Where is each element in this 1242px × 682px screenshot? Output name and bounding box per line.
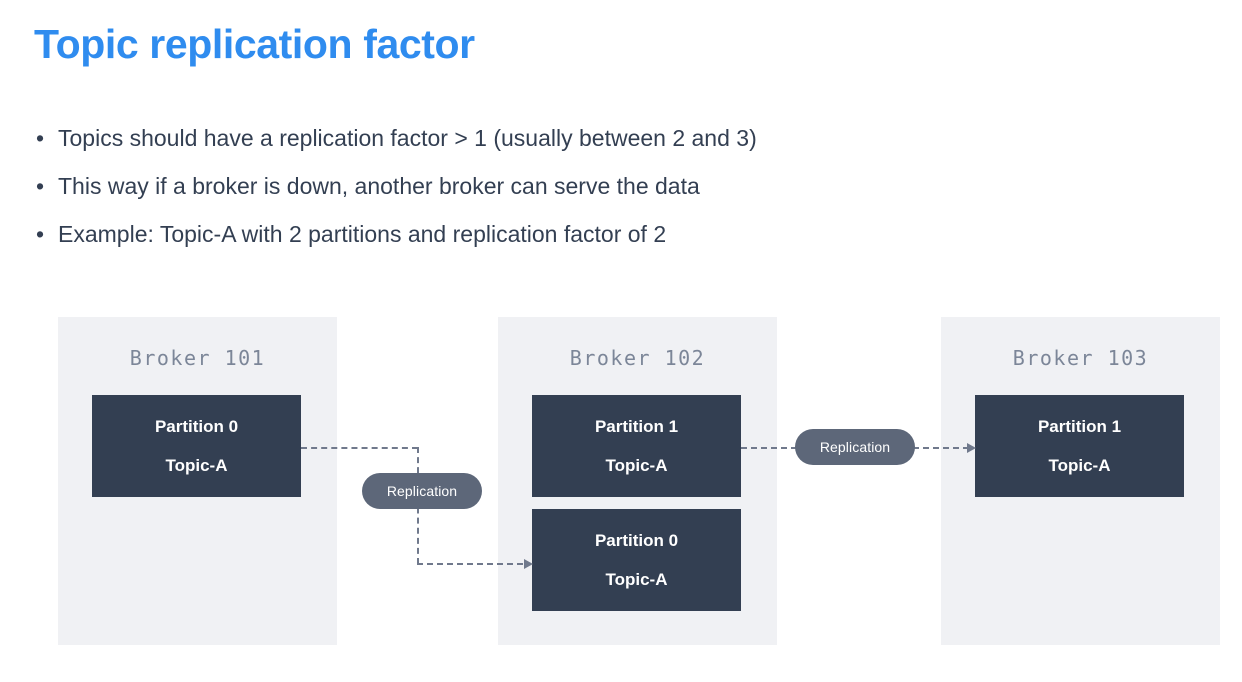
partition-box: Partition 1 Topic-A [532, 395, 741, 497]
broker-panel-102: Broker 102 Partition 1 Topic-A Partition… [498, 317, 777, 645]
connector-102-to-103-segment-h1 [741, 447, 807, 449]
bullet-marker-icon: • [36, 125, 45, 151]
replication-pill: Replication [362, 473, 482, 509]
bullet-list: • Topics should have a replication facto… [36, 122, 1156, 266]
list-item: • This way if a broker is down, another … [36, 170, 1156, 218]
connector-101-to-102-segment-h2 [417, 563, 523, 565]
partition-name: Partition 0 [154, 417, 239, 436]
partition-box: Partition 0 Topic-A [532, 509, 741, 611]
page-title: Topic replication factor [34, 21, 475, 67]
partition-name: Partition 1 [1037, 417, 1122, 436]
bullet-marker-icon: • [36, 221, 45, 247]
replication-pill-label: Replication [819, 439, 891, 455]
connector-101-to-102-arrowhead-icon [524, 559, 533, 569]
broker-panel-103: Broker 103 Partition 1 Topic-A [941, 317, 1220, 645]
connector-102-to-103-arrowhead-icon [967, 443, 976, 453]
broker-label: Broker 101 [129, 346, 266, 370]
list-item: • Topics should have a replication facto… [36, 122, 1156, 170]
partition-name: Partition 0 [594, 531, 679, 550]
list-item: • Example: Topic-A with 2 partitions and… [36, 218, 1156, 266]
partition-topic: Topic-A [165, 456, 228, 475]
bullet-text: Example: Topic-A with 2 partitions and r… [58, 221, 667, 247]
partition-topic: Topic-A [605, 456, 668, 475]
connector-101-to-102-segment-h1 [301, 447, 418, 449]
replication-pill-label: Replication [386, 483, 458, 499]
partition-name: Partition 1 [594, 417, 679, 436]
partition-topic: Topic-A [605, 570, 668, 589]
partition-box: Partition 1 Topic-A [975, 395, 1184, 497]
partition-topic: Topic-A [1048, 456, 1111, 475]
replication-pill: Replication [795, 429, 915, 465]
connector-102-to-103-segment-h2 [903, 447, 969, 449]
broker-panel-101: Broker 101 Partition 0 Topic-A [58, 317, 337, 645]
broker-label: Broker 102 [569, 346, 706, 370]
broker-label: Broker 103 [1012, 346, 1149, 370]
partition-box: Partition 0 Topic-A [92, 395, 301, 497]
bullet-text: Topics should have a replication factor … [58, 125, 757, 151]
bullet-marker-icon: • [36, 173, 45, 199]
bullet-text: This way if a broker is down, another br… [58, 173, 700, 199]
